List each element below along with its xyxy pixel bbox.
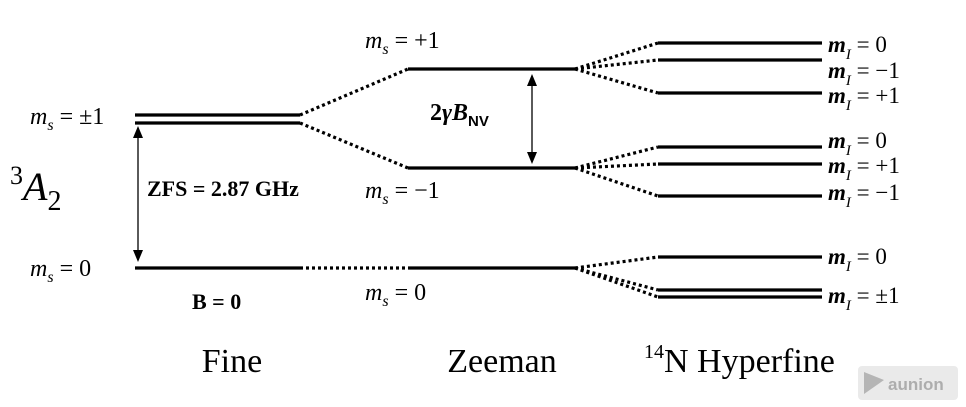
zfs-label: ZFS = 2.87 GHz [147,176,299,201]
hf-label-1: mI = 0 [828,32,887,63]
hf-label-2: mI = −1 [828,58,900,89]
connector-hf-1 [574,41,659,71]
connector-fine-to-zeeman-minus1 [299,121,409,170]
column-title-zeeman: Zeeman [447,343,557,380]
field-zero-label: B = 0 [192,289,241,314]
hf-label-6: mI = −1 [828,180,900,211]
connector-hf-9 [574,266,659,299]
hf-label-4: mI = 0 [828,128,887,159]
column-title-fine: Fine [202,343,262,380]
zeeman-ms-plus1-label: ms = +1 [365,28,440,58]
hf-label-5: mI = +1 [828,153,900,184]
watermark-triangle-icon [864,372,884,394]
hf-label-8: mI = ±1 [828,283,900,314]
state-symbol-3a2: 3A2 [10,161,61,217]
zeeman-ms-minus1-label: ms = −1 [365,178,440,208]
column-title-hyperfine: 14N Hyperfine [644,341,835,380]
connector-hf-6 [574,166,659,198]
fine-ms-pm1-label: ms = ±1 [30,104,104,134]
hf-label-3: mI = +1 [828,83,900,114]
connector-fine-to-zeeman-plus1 [299,67,409,117]
connector-hf-5 [574,162,659,170]
connector-hf-3 [574,67,659,95]
zeeman-splitting-label: 2γBNV [430,100,489,130]
zeeman-splitting-arrow [527,74,537,164]
zeeman-ms-0-label: ms = 0 [365,280,426,310]
connector-hf-7 [574,255,659,270]
connector-hf-4 [574,145,659,170]
svg-text:aunion: aunion [888,375,944,394]
watermark-logo: aunion [858,366,958,400]
fine-ms-0-label: ms = 0 [30,256,91,286]
zfs-arrow [133,126,143,262]
hf-label-7: mI = 0 [828,244,887,275]
connector-hf-2 [574,58,659,71]
